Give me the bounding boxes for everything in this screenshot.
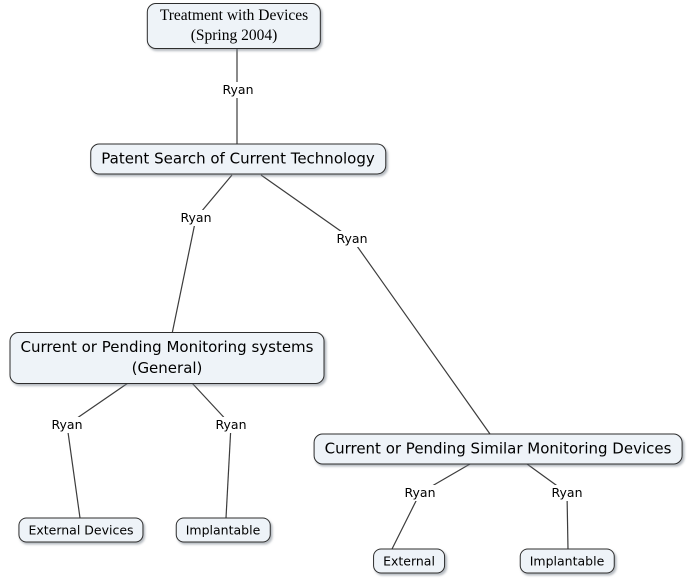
link-label-similar-to-implantable[interactable]: Ryan [547, 485, 587, 501]
link-label-root-to-patent[interactable]: Ryan [218, 82, 258, 98]
link-label-patent-to-similar[interactable]: Ryan [332, 231, 372, 247]
link-label-general-to-external[interactable]: Ryan [47, 417, 87, 433]
link-line-patent-to-general-b [171, 217, 197, 335]
node-patent-search[interactable]: Patent Search of Current Technology [90, 143, 386, 175]
link-line-similar-to-external-b [391, 492, 421, 550]
node-implantable-general[interactable]: Implantable [175, 517, 271, 543]
node-implantable-similar[interactable]: Implantable [519, 548, 615, 574]
link-line-patent-to-similar-b [351, 238, 491, 435]
link-label-similar-to-external[interactable]: Ryan [400, 485, 440, 501]
link-label-general-to-implantable[interactable]: Ryan [211, 417, 251, 433]
node-external-similar[interactable]: External [373, 548, 445, 574]
node-similar-monitoring-devices[interactable]: Current or Pending Similar Monitoring De… [313, 433, 683, 465]
node-treatment-with-devices[interactable]: Treatment with Devices (Spring 2004) [146, 3, 322, 49]
link-line-similar-to-implantable-b [566, 492, 569, 550]
node-monitoring-systems-general[interactable]: Current or Pending Monitoring systems (G… [9, 332, 325, 384]
link-line-general-to-implantable-b [225, 424, 232, 519]
node-external-devices[interactable]: External Devices [18, 517, 144, 543]
link-label-patent-to-general[interactable]: Ryan [176, 210, 216, 226]
link-line-patent-to-similar-a [260, 174, 353, 240]
link-line-general-to-external-b [66, 424, 81, 519]
